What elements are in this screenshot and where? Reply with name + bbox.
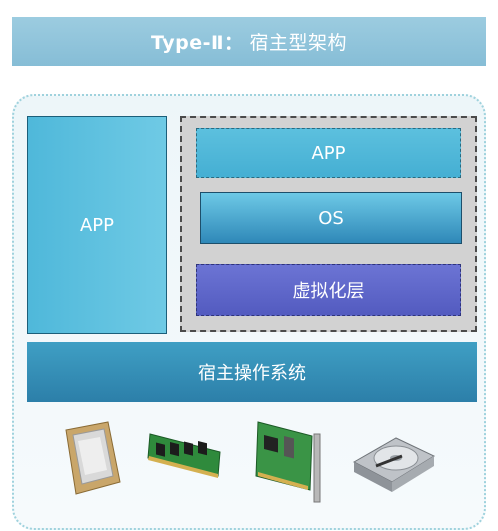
guest-os-label: OS <box>318 207 344 229</box>
title-prefix: Type-Ⅱ： <box>151 32 244 54</box>
title-text: 宿主型架构 <box>249 32 347 54</box>
title-bar: Type-Ⅱ： 宿主型架构 <box>12 17 486 66</box>
memory-module-icon <box>147 433 221 478</box>
guest-app-label: APP <box>311 142 346 164</box>
guest-app-box: APP <box>196 128 461 178</box>
virtualization-layer-label: 虚拟化层 <box>292 281 365 302</box>
host-os-box: 宿主操作系统 <box>27 342 477 402</box>
cpu-icon <box>65 421 121 495</box>
guest-os-box: OS <box>200 192 462 244</box>
host-app-box: APP <box>27 116 167 334</box>
host-app-label: APP <box>79 214 115 236</box>
hard-disk-icon <box>352 437 436 492</box>
virtualization-layer-box: 虚拟化层 <box>196 264 461 316</box>
host-os-label: 宿主操作系统 <box>198 363 306 384</box>
expansion-card-icon <box>255 421 321 503</box>
